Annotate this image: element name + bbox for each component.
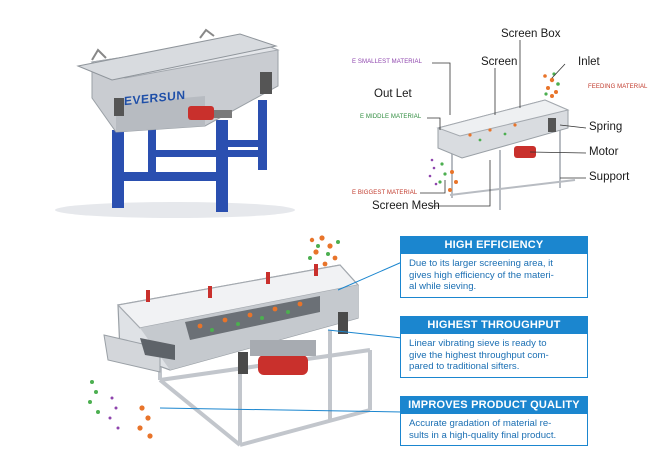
feature-box-high-efficiency: HIGH EFFICIENCY Due to its larger screen… <box>400 236 588 298</box>
label-screen-mesh: Screen Mesh <box>372 200 440 212</box>
label-screen: Screen <box>481 56 518 68</box>
label-middle-material: E MIDDLE MATERIAL <box>360 114 422 120</box>
label-inlet: Inlet <box>578 56 600 68</box>
feature-box-product-quality: IMPROVES PRODUCT QUALITY Accurate gradat… <box>400 396 588 446</box>
label-motor: Motor <box>589 146 619 158</box>
feature-line: Linear vibrating sieve is ready to <box>409 338 547 349</box>
feature-line: al while sieving. <box>409 281 477 292</box>
feature-title: HIGH EFFICIENCY <box>400 236 588 254</box>
feature-title: HIGHEST THROUGHPUT <box>400 316 588 334</box>
label-smallest-material: E SMALLEST MATERIAL <box>352 59 423 65</box>
feature-line: Due to its larger screening area, it <box>409 258 553 269</box>
label-spring: Spring <box>589 121 623 133</box>
feature-description: Accurate gradation of material re- sults… <box>400 414 588 446</box>
feature-line: pared to traditional sifters. <box>409 361 520 372</box>
feature-line: gives high efficiency of the materi- <box>409 269 554 281</box>
feature-description: Linear vibrating sieve is ready to give … <box>400 334 588 378</box>
feature-line: sults in a high-quality final product. <box>409 429 557 441</box>
feature-description: Due to its larger screening area, it giv… <box>400 254 588 298</box>
label-screen-box: Screen Box <box>501 28 561 40</box>
feature-line: Accurate gradation of material re- <box>409 418 552 429</box>
label-biggest-material: E BIGGEST MATERIAL <box>352 190 418 196</box>
label-feeding-material: FEEDING MATERIAL <box>588 84 648 90</box>
label-out-let: Out Let <box>374 88 412 100</box>
feature-box-highest-throughput: HIGHEST THROUGHPUT Linear vibrating siev… <box>400 316 588 378</box>
label-support: Support <box>589 171 630 183</box>
feature-title: IMPROVES PRODUCT QUALITY <box>400 396 588 414</box>
feature-line: give the highest throughput com- <box>409 349 549 361</box>
